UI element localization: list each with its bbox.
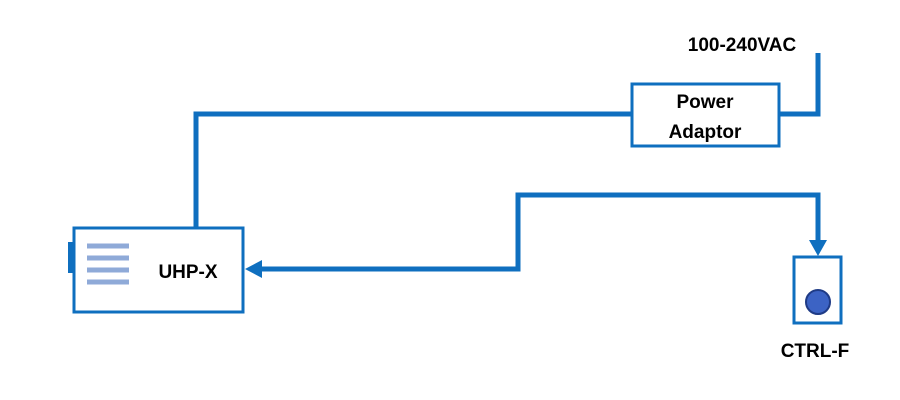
supply-voltage-label: 100-240VAC: [688, 35, 797, 56]
power-adaptor-label-line1: Power: [676, 92, 734, 113]
uhp-x-side-tab: [68, 242, 76, 273]
ctrl-f-label: CTRL-F: [781, 341, 850, 362]
power-wire: [193, 111, 632, 228]
ac-supply-wire: [779, 53, 821, 117]
arrow-left-icon: [245, 260, 262, 278]
signal-wire: [259, 192, 821, 272]
uhp-x-unit: UHP-X: [68, 226, 245, 314]
ctrl-f-unit: CTRL-F: [781, 255, 850, 362]
power-adaptor-box: Power Adaptor: [630, 82, 781, 148]
uhp-x-label: UHP-X: [158, 262, 217, 283]
power-adaptor-label-line2: Adaptor: [669, 122, 742, 143]
arrow-down-icon: [809, 240, 827, 256]
button-icon: [805, 289, 831, 315]
vent-lines-icon: [87, 243, 129, 285]
